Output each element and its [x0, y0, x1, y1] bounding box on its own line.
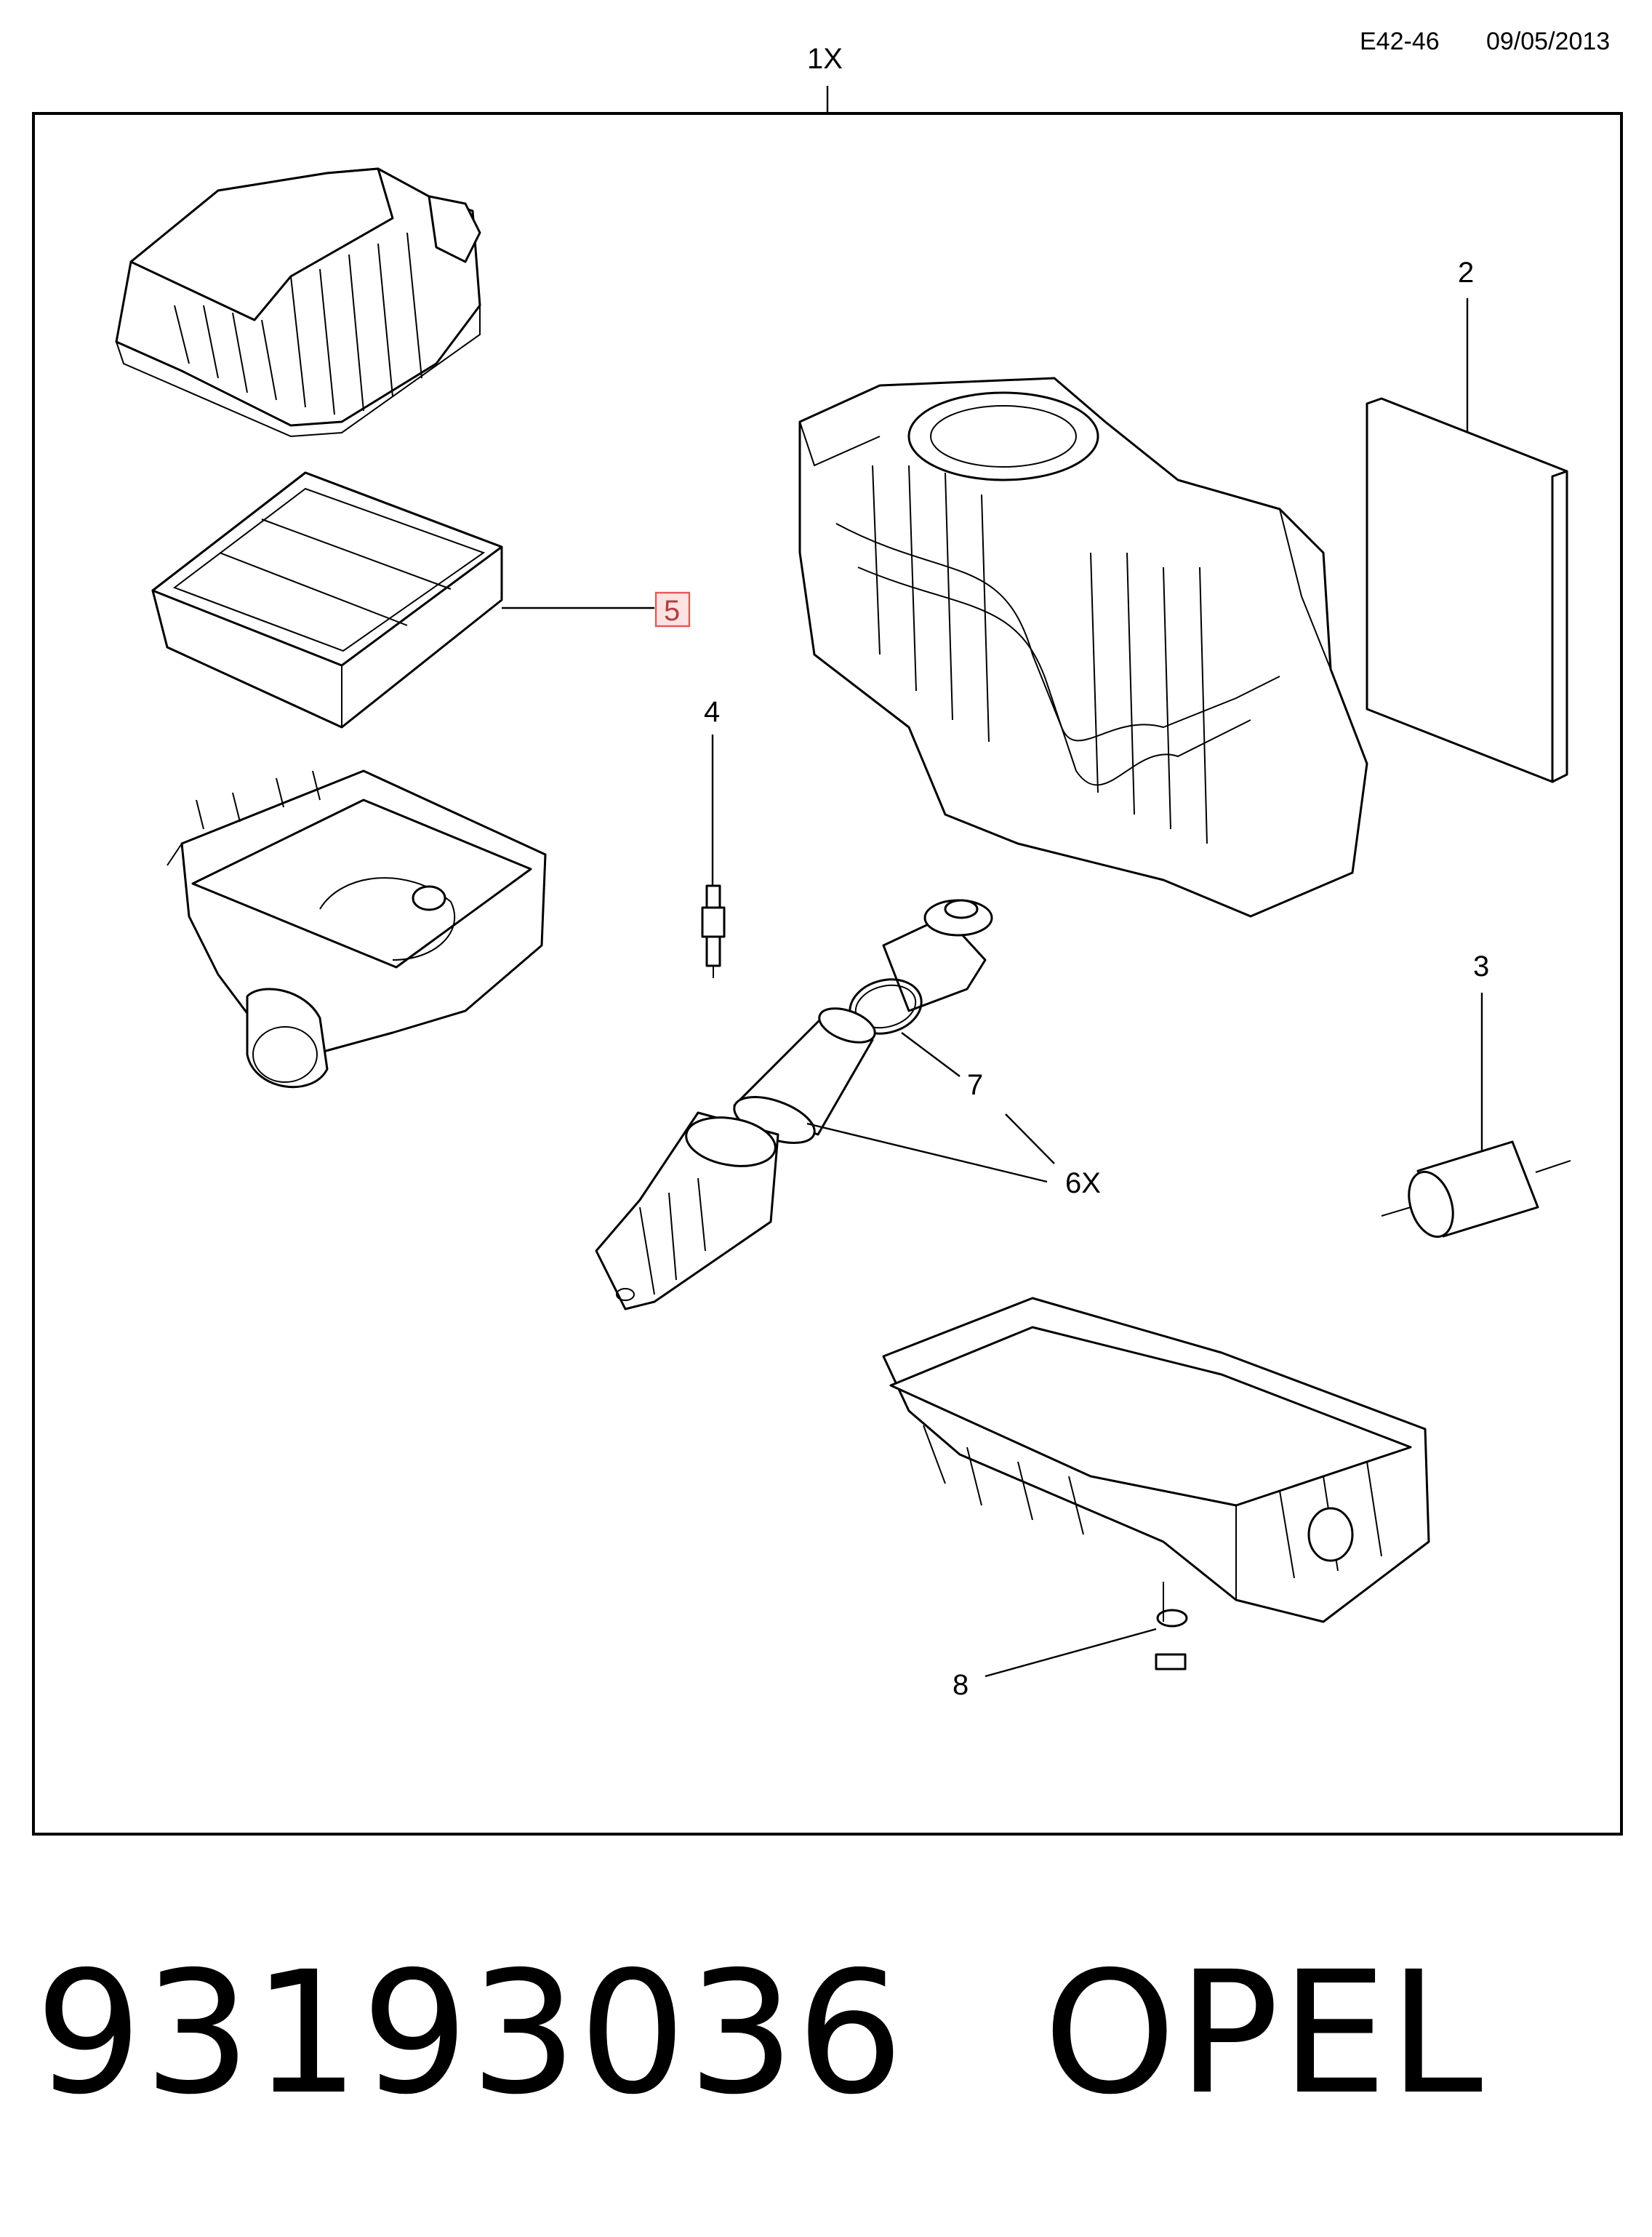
callout-4[interactable]: 4: [704, 696, 720, 728]
fuel-filter[interactable]: [1381, 1140, 1571, 1242]
callout-6-leader-a: [806, 1122, 1048, 1183]
callout-6-leader-b: [1005, 1113, 1055, 1164]
diagram-date: 09/05/2013: [1486, 28, 1611, 55]
callout-5[interactable]: 5: [664, 595, 680, 627]
callout-7[interactable]: 7: [967, 1069, 983, 1101]
callout-8[interactable]: 8: [953, 1669, 969, 1701]
brand-name: OPEL: [1043, 1935, 1485, 2132]
callout-6[interactable]: 6X: [1065, 1167, 1101, 1199]
part-number: 93193036: [35, 1935, 905, 2132]
callout-7-leader: [901, 1032, 961, 1077]
oil-filter-cap[interactable]: [882, 899, 993, 1012]
diagram-code: E42-46: [1360, 28, 1440, 55]
callout-kit[interactable]: 1X: [807, 43, 843, 75]
spark-plug[interactable]: [701, 884, 726, 978]
cabin-filter[interactable]: [1366, 397, 1568, 783]
engine-cover[interactable]: [798, 377, 1368, 918]
callout-2[interactable]: 2: [1458, 257, 1474, 289]
air-cleaner-cover[interactable]: [115, 167, 481, 438]
air-filter-element[interactable]: [151, 471, 503, 729]
callout-5-box: [654, 591, 691, 628]
oil-filter-housing[interactable]: [595, 1111, 779, 1310]
oil-pan[interactable]: [882, 1297, 1430, 1623]
diagram-frame: [32, 112, 1623, 1836]
air-cleaner-housing[interactable]: [167, 769, 547, 1089]
parts-diagram: 1X 5 4: [115, 43, 1571, 1701]
callout-8-leader: [985, 1628, 1157, 1678]
callout-3[interactable]: 3: [1473, 951, 1489, 983]
drain-plug[interactable]: [1155, 1582, 1188, 1670]
